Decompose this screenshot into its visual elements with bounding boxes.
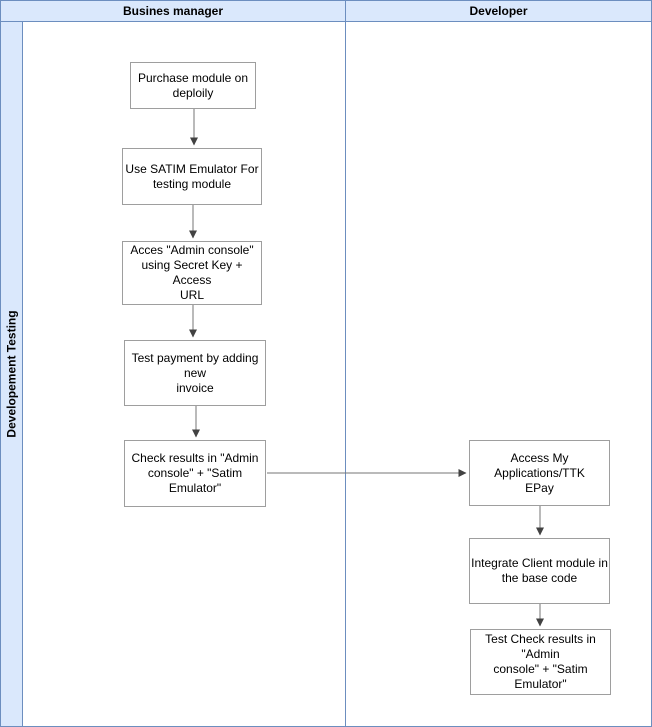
node-use-satim-emulator: Use SATIM Emulator For testing module — [122, 148, 262, 205]
node-label: Check results in "Admin console" + "Sati… — [131, 451, 259, 495]
pool-title-strip: Developement Testing — [1, 22, 23, 726]
node-label: Use SATIM Emulator For testing module — [125, 161, 259, 191]
lane-header-row: Busines manager Developer — [1, 1, 651, 22]
lane-divider — [345, 22, 346, 726]
node-label: Acces "Admin console" using Secret Key +… — [130, 243, 254, 302]
node-access-admin-console: Acces "Admin console" using Secret Key +… — [122, 241, 262, 305]
node-integrate-client-module: Integrate Client module in the base code — [469, 538, 610, 604]
node-purchase-module: Purchase module on deploily — [130, 62, 256, 109]
node-test-check-results: Test Check results in "Admin console" + … — [470, 629, 611, 695]
node-test-payment: Test payment by adding new invoice — [124, 340, 266, 406]
node-label: Test payment by adding new invoice — [131, 350, 259, 395]
lane-header-developer: Developer — [345, 1, 651, 22]
lane-title-business-manager: Busines manager — [122, 4, 224, 18]
node-check-results: Check results in "Admin console" + "Sati… — [124, 440, 266, 507]
pool-title: Developement Testing — [4, 310, 19, 438]
lane-title-developer: Developer — [469, 4, 528, 18]
node-label: Purchase module on deploily — [137, 70, 249, 100]
lane-header-business-manager: Busines manager — [1, 1, 345, 22]
node-access-my-applications: Access My Applications/TTK EPay — [469, 440, 610, 506]
node-label: Access My Applications/TTK EPay — [494, 450, 585, 495]
node-label: Integrate Client module in the base code — [471, 556, 608, 585]
node-label: Test Check results in "Admin console" + … — [485, 632, 596, 691]
